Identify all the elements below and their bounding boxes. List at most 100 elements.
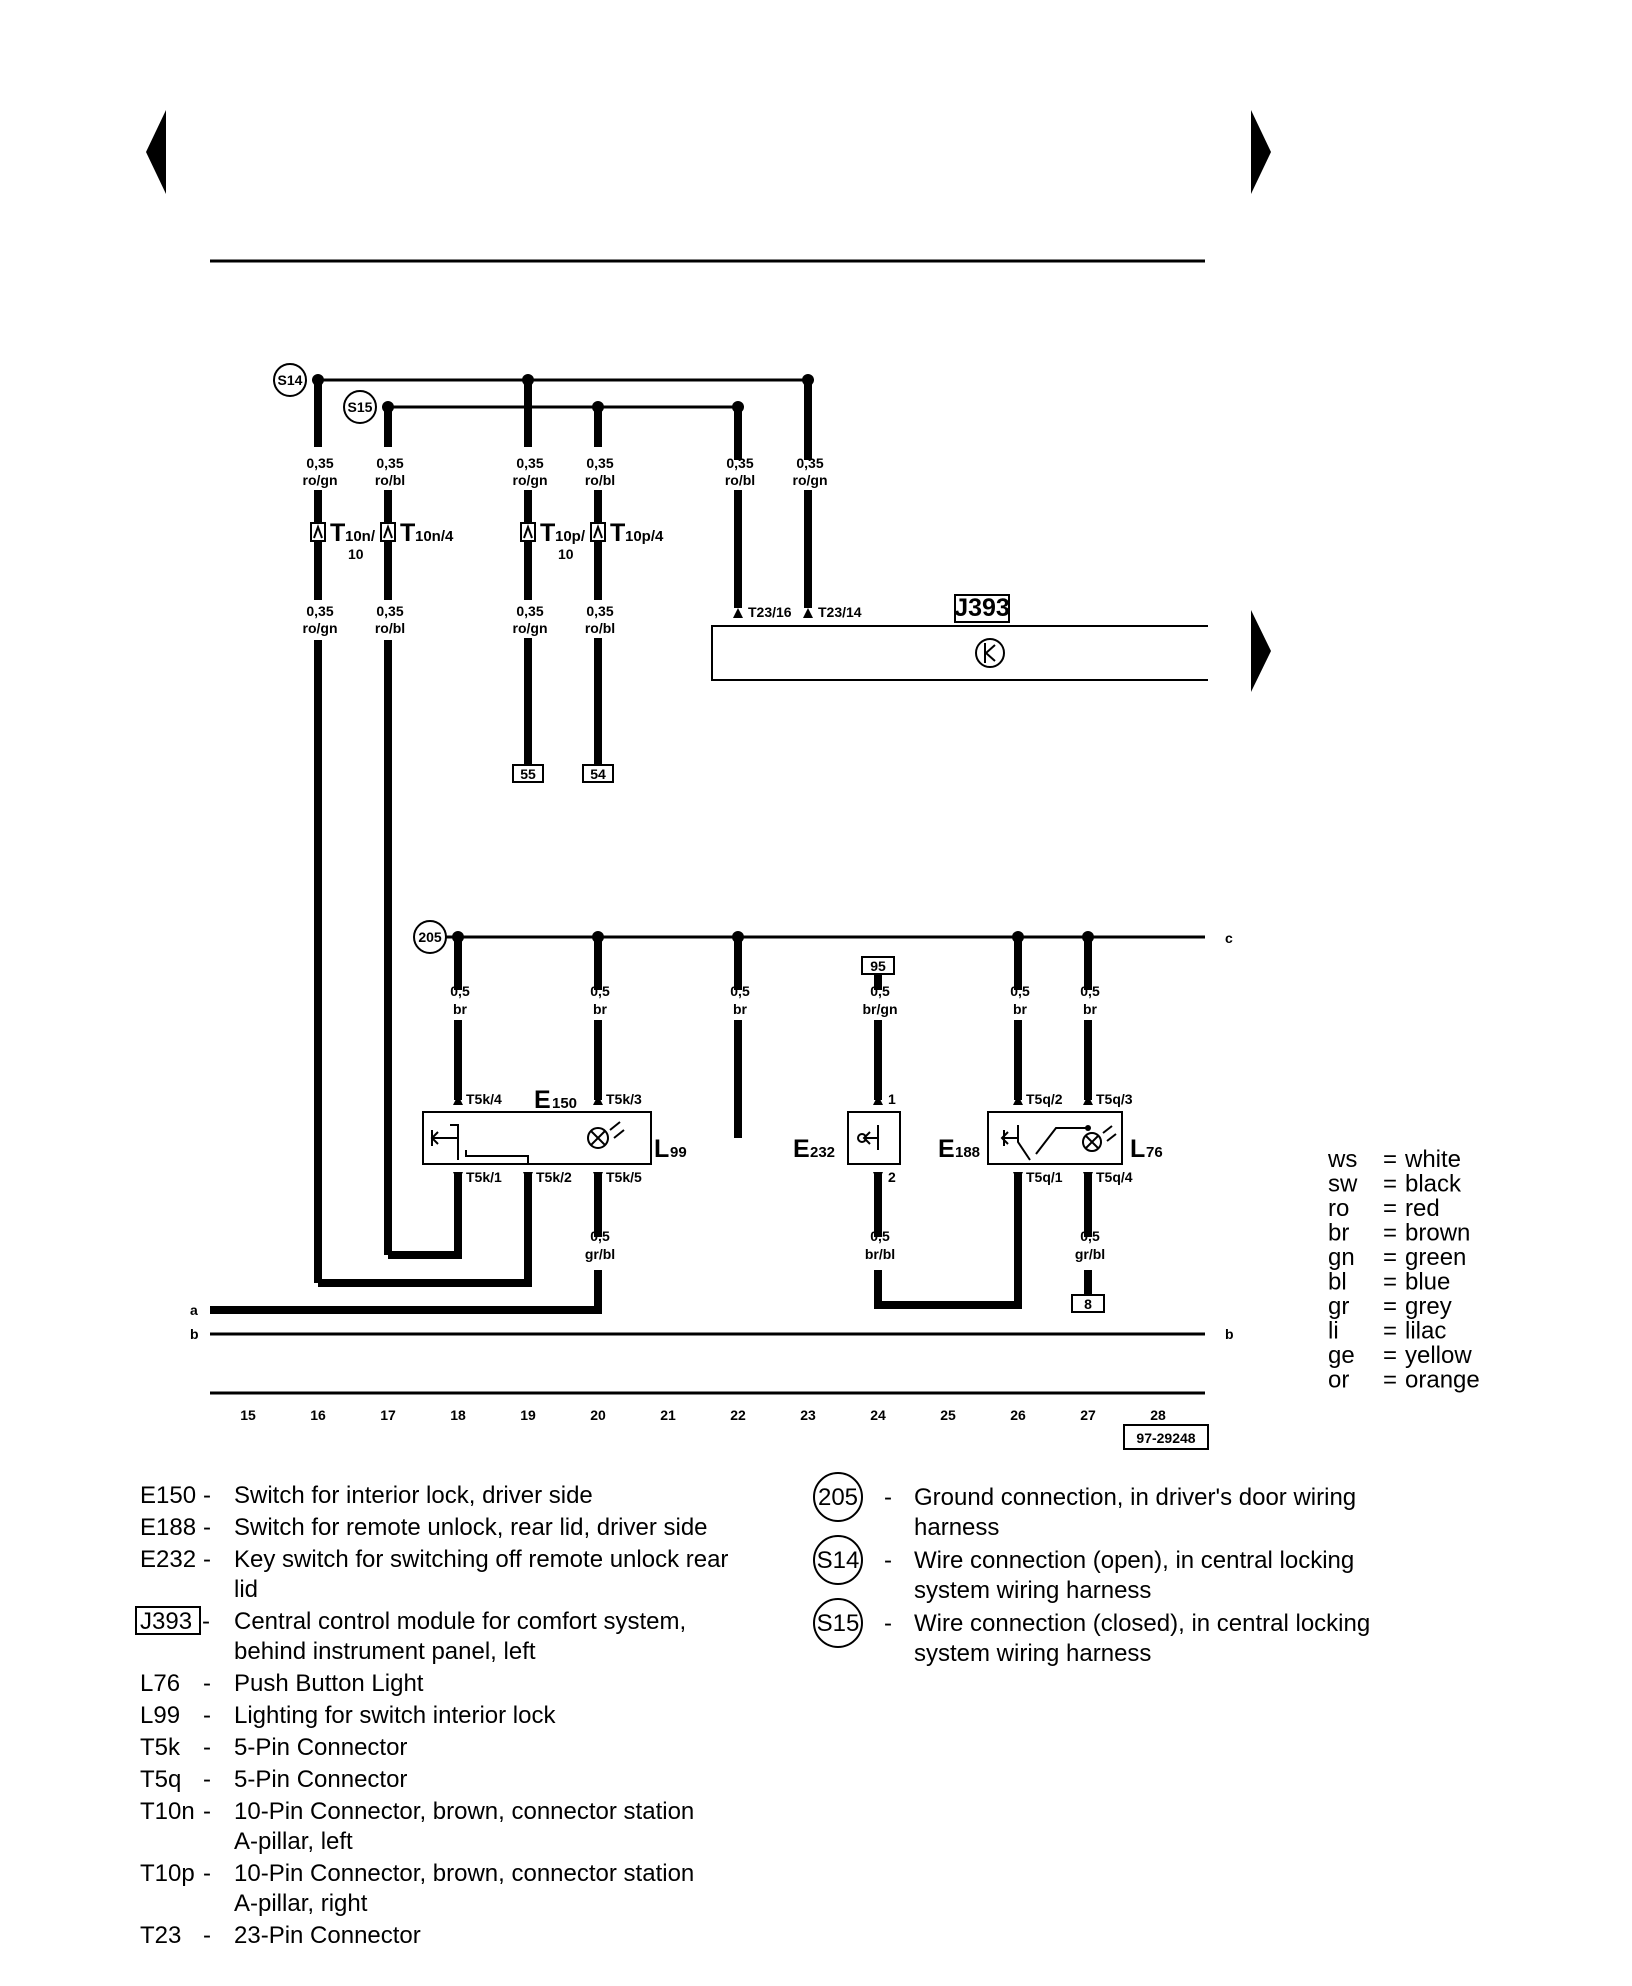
legend-dash: - <box>203 1922 211 1949</box>
legend-dash: - <box>203 1734 211 1761</box>
legend-dash: - <box>202 1608 210 1635</box>
svg-text:T5k/2: T5k/2 <box>536 1169 572 1185</box>
color-name: grey <box>1405 1293 1452 1320</box>
equals-sign: = <box>1383 1318 1397 1345</box>
legend-code: 205 <box>818 1484 858 1511</box>
legend-code: E188 <box>140 1514 196 1541</box>
svg-text:T: T <box>330 519 345 547</box>
arrow-right-continue-icon[interactable] <box>1251 610 1271 692</box>
e188-sub: 188 <box>955 1144 980 1161</box>
column-number: 17 <box>380 1407 396 1423</box>
legend-code: T10p <box>140 1860 195 1887</box>
color-code: or <box>1328 1367 1349 1394</box>
l99-sub: 99 <box>670 1144 687 1161</box>
svg-text:10: 10 <box>558 546 574 562</box>
column-number: 25 <box>940 1407 956 1423</box>
legend-description: system wiring harness <box>914 1640 1151 1667</box>
legend-description: behind instrument panel, left <box>234 1638 536 1665</box>
top-buses <box>318 378 808 409</box>
connector-icon-glyphs <box>313 524 603 539</box>
column-number: 20 <box>590 1407 606 1423</box>
legend-dash: - <box>203 1702 211 1729</box>
svg-text:2: 2 <box>888 1169 896 1185</box>
j393-module: J393 <box>711 594 1208 681</box>
pin-t23-16: T23/16 <box>748 604 792 620</box>
ref-box-55: 55 <box>512 764 544 783</box>
svg-text:br: br <box>1083 1001 1098 1017</box>
legend-dash: - <box>203 1798 211 1825</box>
legend-description: Lighting for switch interior lock <box>234 1702 556 1729</box>
legend-code: L76 <box>140 1670 180 1697</box>
legend-code: T5k <box>140 1734 181 1761</box>
arrow-right-icon[interactable] <box>1251 110 1271 194</box>
svg-text:gr/bl: gr/bl <box>1075 1246 1105 1262</box>
svg-text:0,5: 0,5 <box>870 983 890 999</box>
e232-label: E <box>793 1135 810 1163</box>
legend-symbol-circle <box>813 1535 863 1585</box>
svg-text:0,5: 0,5 <box>870 1228 890 1244</box>
column-number: 23 <box>800 1407 816 1423</box>
top-wire-labels: 0,35 ro/gn 0,35 ro/bl 0,35 ro/gn 0,35 ro… <box>303 455 828 636</box>
color-name: blue <box>1405 1269 1450 1296</box>
legend-dash: - <box>203 1860 211 1887</box>
svg-text:T5k/3: T5k/3 <box>606 1091 642 1107</box>
figure-id-box: 97-29248 <box>1123 1424 1209 1450</box>
legend-description: Switch for interior lock, driver side <box>234 1482 593 1509</box>
lower-wire-labels: 0,5 br 0,5 br 0,5 br 0,5 br/gn 0,5 br 0,… <box>450 983 1105 1262</box>
svg-text:ro/bl: ro/bl <box>585 620 615 636</box>
j393-box <box>135 1606 201 1635</box>
svg-text:ro/bl: ro/bl <box>585 472 615 488</box>
wires-top <box>314 380 812 1283</box>
svg-text:T: T <box>400 519 415 547</box>
ground-205: 205 <box>413 920 447 954</box>
svg-text:br/gn: br/gn <box>863 1001 898 1017</box>
svg-text:0,35: 0,35 <box>516 455 543 471</box>
svg-text:T5q/2: T5q/2 <box>1026 1091 1063 1107</box>
svg-text:ro/bl: ro/bl <box>725 472 755 488</box>
svg-text:ro/gn: ro/gn <box>303 620 338 636</box>
svg-text:T5k/5: T5k/5 <box>606 1169 642 1185</box>
equals-sign: = <box>1383 1269 1397 1296</box>
color-name: yellow <box>1405 1342 1472 1369</box>
svg-text:br: br <box>733 1001 748 1017</box>
legend-description: Central control module for comfort syste… <box>234 1608 686 1635</box>
column-number: 16 <box>310 1407 326 1423</box>
column-number: 19 <box>520 1407 536 1423</box>
svg-text:0,35: 0,35 <box>376 603 403 619</box>
ref-box-54: 54 <box>582 764 614 783</box>
equals-sign: = <box>1383 1220 1397 1247</box>
wires-lower <box>318 937 1092 1310</box>
color-code: ro <box>1328 1195 1349 1222</box>
column-number: 22 <box>730 1407 746 1423</box>
equals-sign: = <box>1383 1146 1397 1173</box>
svg-text:0,5: 0,5 <box>1080 983 1100 999</box>
e232-box <box>847 1111 901 1165</box>
color-name: red <box>1405 1195 1440 1222</box>
svg-text:ro/gn: ro/gn <box>303 472 338 488</box>
legend-dash: - <box>884 1610 892 1637</box>
legend-description: 23-Pin Connector <box>234 1922 421 1949</box>
legend-code: E150 <box>140 1482 196 1509</box>
legend-description: 10-Pin Connector, brown, connector stati… <box>234 1860 694 1887</box>
legend-code: E232 <box>140 1546 196 1573</box>
color-code: br <box>1328 1220 1349 1247</box>
arrow-left-icon[interactable] <box>146 110 166 194</box>
svg-text:8: 8 <box>1084 1296 1092 1312</box>
pin-t23-14: T23/14 <box>818 604 862 620</box>
legend-code: T10n <box>140 1798 195 1825</box>
e188-l76-box <box>987 1111 1123 1165</box>
color-name: white <box>1404 1146 1461 1173</box>
line-c-label: c <box>1225 930 1233 946</box>
legend-description: Switch for remote unlock, rear lid, driv… <box>234 1514 708 1541</box>
equals-sign: = <box>1383 1171 1397 1198</box>
svg-text:55: 55 <box>520 766 536 782</box>
svg-text:ro/bl: ro/bl <box>375 472 405 488</box>
color-name: green <box>1405 1244 1466 1271</box>
legend-left: E150 - Switch for interior lock, driver si… <box>135 1482 728 1949</box>
color-name: brown <box>1405 1220 1470 1247</box>
column-number: 18 <box>450 1407 466 1423</box>
legend-code: L99 <box>140 1702 180 1729</box>
svg-text:gr/bl: gr/bl <box>585 1246 615 1262</box>
e188-label: E <box>938 1135 955 1163</box>
svg-text:S14: S14 <box>278 372 303 388</box>
